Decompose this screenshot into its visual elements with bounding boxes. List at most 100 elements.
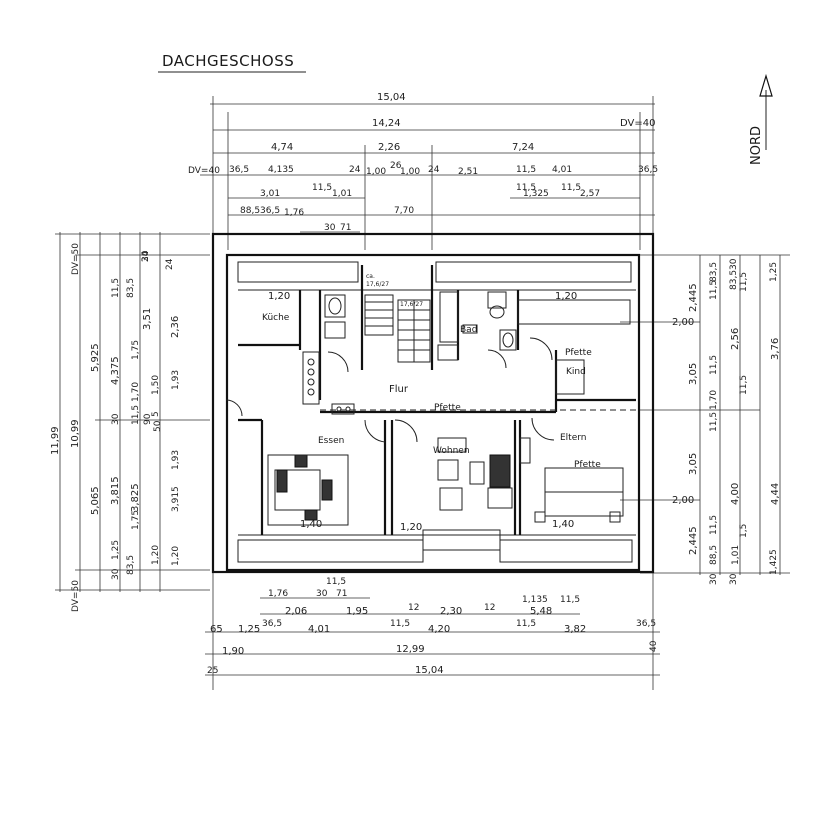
dim-right-col-d-1: 3,76 bbox=[770, 338, 781, 360]
dim-right-col-b-1: 11,5 bbox=[709, 280, 719, 300]
dim-left-col-d-1: 3,51 bbox=[142, 308, 153, 330]
dim-left-col-d-5: 1,20 bbox=[151, 545, 161, 565]
dim-right-col-a-1: 3,05 bbox=[688, 363, 699, 385]
dim-left-col-c-0: 83,5 bbox=[126, 278, 136, 298]
dim-right-col-a-0: 2,445 bbox=[688, 283, 699, 312]
dim-right-extra-4: 1,5 bbox=[739, 524, 749, 538]
dim-left-col-b-1: 4,375 bbox=[110, 356, 121, 385]
stair-note-b: 17,6/27 bbox=[400, 301, 423, 308]
dim-bottom-row2-5: 1,135 bbox=[522, 595, 548, 605]
dim-left-col-c-2: 1,70 bbox=[131, 382, 141, 402]
dim-bottom-row4-0: 1,90 bbox=[222, 646, 244, 657]
dim-left-dv-top: DV=50 bbox=[71, 243, 81, 275]
dim-top-row4-9: 4,01 bbox=[552, 165, 572, 175]
dim-top-row5-2: 1,01 bbox=[332, 189, 352, 199]
dim-left-col-e-1: 2,36 bbox=[170, 316, 181, 338]
dim-dv-left: DV=40 bbox=[188, 166, 220, 176]
dim-right-col-b-4: 11,5 bbox=[709, 412, 719, 432]
dim-left-col-e-2: 1,93 bbox=[171, 370, 181, 390]
dim-right-col-c-2: 2,56 bbox=[730, 328, 741, 350]
dim-right-col-c-5: 30 bbox=[729, 573, 739, 585]
bathroom-fixtures bbox=[437, 291, 517, 361]
dim-left-col-e-3: 1,93 bbox=[171, 450, 181, 470]
dim-bottom-row1-2: 71 bbox=[336, 589, 347, 599]
dim-right-extra-3: 11,5 bbox=[739, 375, 749, 395]
bottom-dimension-chains: 1,76 30 71 11,5 2,06 1,95 12 2,30 12 1,1… bbox=[205, 570, 660, 690]
kitchen-fixtures bbox=[302, 294, 355, 415]
dim-left-col-b-2: 30 bbox=[111, 413, 121, 425]
dim-right-extra-0: 2,00 bbox=[672, 317, 694, 328]
room-dim-eltern: 1,40 bbox=[552, 519, 574, 530]
door-swings bbox=[225, 337, 555, 443]
dim-right-col-a-4: 30 bbox=[709, 573, 719, 585]
dim-top-row3-c: 7,24 bbox=[512, 142, 534, 153]
dim-bottom-row2-6: 11,5 bbox=[560, 595, 580, 605]
dim-top-row2: 14,24 bbox=[372, 118, 401, 129]
dim-bottom-row3-8: 36,5 bbox=[636, 619, 656, 629]
dim-bottom-row3-3: 4,01 bbox=[308, 624, 330, 635]
room-labels: Küche Flur Bad Kind Essen Wohnen Eltern … bbox=[262, 291, 601, 533]
building-outline bbox=[211, 232, 655, 574]
dim-left-overall: 11,99 bbox=[50, 426, 61, 455]
dim-bottom-row2-0: 2,06 bbox=[285, 606, 307, 617]
dim-top-row6-2: 1,76 bbox=[284, 208, 304, 218]
dim-top-overall: 15,04 bbox=[377, 92, 406, 103]
dim-left-col-b-3: 3,815 bbox=[110, 476, 121, 505]
dim-top-row4-4: 26 bbox=[390, 161, 402, 171]
dim-bottom-row3-7: 3,82 bbox=[564, 624, 586, 635]
dim-left-col-a-0: 5,925 bbox=[90, 343, 101, 372]
dim-top-row4b-2: 11,5 bbox=[561, 183, 581, 193]
right-dimension-chains: 2,445 3,05 3,05 2,445 30 83,5 11,5 11,5 … bbox=[620, 254, 790, 585]
dim-bottom-row1-3: 11,5 bbox=[326, 577, 346, 587]
dim-bottom-row3-2: 36,5 bbox=[262, 619, 282, 629]
plan-title: DACHGESCHOSS bbox=[162, 52, 294, 70]
dim-top-row5-1: 11,5 bbox=[312, 183, 332, 193]
dim-left-col-a-1: 5,065 bbox=[90, 486, 101, 515]
dim-bottom-row3-4: 11,5 bbox=[390, 619, 410, 629]
room-label-pfette-kind: Pfette bbox=[565, 348, 592, 358]
dim-left-col-e-6: 50 bbox=[153, 420, 163, 432]
dim-bottom-row1-1: 30 bbox=[316, 589, 328, 599]
left-dimension-chains: 11,99 10,99 DV=50 DV=50 5,925 5,065 11,5… bbox=[50, 232, 210, 612]
stair-note-ca: ca. bbox=[366, 273, 375, 280]
room-dim-wohnen: 1,20 bbox=[400, 522, 422, 533]
dim-right-col-c-1: 83,5 bbox=[729, 270, 739, 290]
dim-bottom-row2-1: 1,95 bbox=[346, 606, 368, 617]
stair-note-a: 17,6/27 bbox=[366, 281, 389, 288]
dim-bottom-row2-2: 12 bbox=[408, 603, 419, 613]
dim-top-row3-b: 2,26 bbox=[378, 142, 400, 153]
dim-left-col-d-0: 30 bbox=[141, 250, 151, 262]
room-dim-kueche: 1,20 bbox=[268, 291, 290, 302]
staircase: ca. 17,6/27 17,6/27 bbox=[364, 273, 431, 363]
dim-right-extra-1: 2,00 bbox=[672, 495, 694, 506]
dim-right-col-a-2: 3,05 bbox=[688, 453, 699, 475]
dim-top-row4b-1: 1,325 bbox=[523, 189, 549, 199]
dim-bottom-row4-1: 12,99 bbox=[396, 644, 425, 655]
dim-bottom-row3-5: 4,20 bbox=[428, 624, 450, 635]
dim-top-row4-2: 24 bbox=[349, 165, 361, 175]
room-label-pfette-center: Pfette bbox=[434, 403, 461, 413]
dim-left-col-b-0: 11,5 bbox=[111, 278, 121, 298]
dim-left-col-b-5: 30 bbox=[111, 568, 121, 580]
dim-bottom-row2-3: 2,30 bbox=[440, 606, 462, 617]
dim-left-col-e-5: 1,20 bbox=[171, 546, 181, 566]
room-dim-kind: 1,20 bbox=[555, 291, 577, 302]
dim-right-col-c-0: 30 bbox=[729, 258, 739, 270]
dim-top-row4-5: 1,00 bbox=[400, 167, 420, 177]
room-label-bad: Bad bbox=[460, 325, 477, 335]
dim-top-row4-0: 36,5 bbox=[229, 165, 249, 175]
interior-walls bbox=[238, 265, 636, 551]
dim-right-col-d-3: 1,425 bbox=[769, 549, 779, 575]
dim-bottom-row3-0: 65 bbox=[210, 624, 223, 635]
dim-top-row3-a: 4,74 bbox=[271, 142, 293, 153]
room-label-wohnen: Wohnen bbox=[433, 446, 470, 456]
dim-top-row4-6: 24 bbox=[428, 165, 440, 175]
dim-top-row4b-3: 2,57 bbox=[580, 189, 600, 199]
dim-bottom-row1-0: 1,76 bbox=[268, 589, 288, 599]
dim-bottom-row3-6: 11,5 bbox=[516, 619, 536, 629]
dim-right-extra-2: 11,5 bbox=[739, 272, 749, 292]
dim-top-row6-3: 7,70 bbox=[394, 206, 414, 216]
dim-right-col-b-0: 83,5 bbox=[709, 262, 719, 282]
dim-left-col-e-0: 24 bbox=[165, 258, 175, 270]
